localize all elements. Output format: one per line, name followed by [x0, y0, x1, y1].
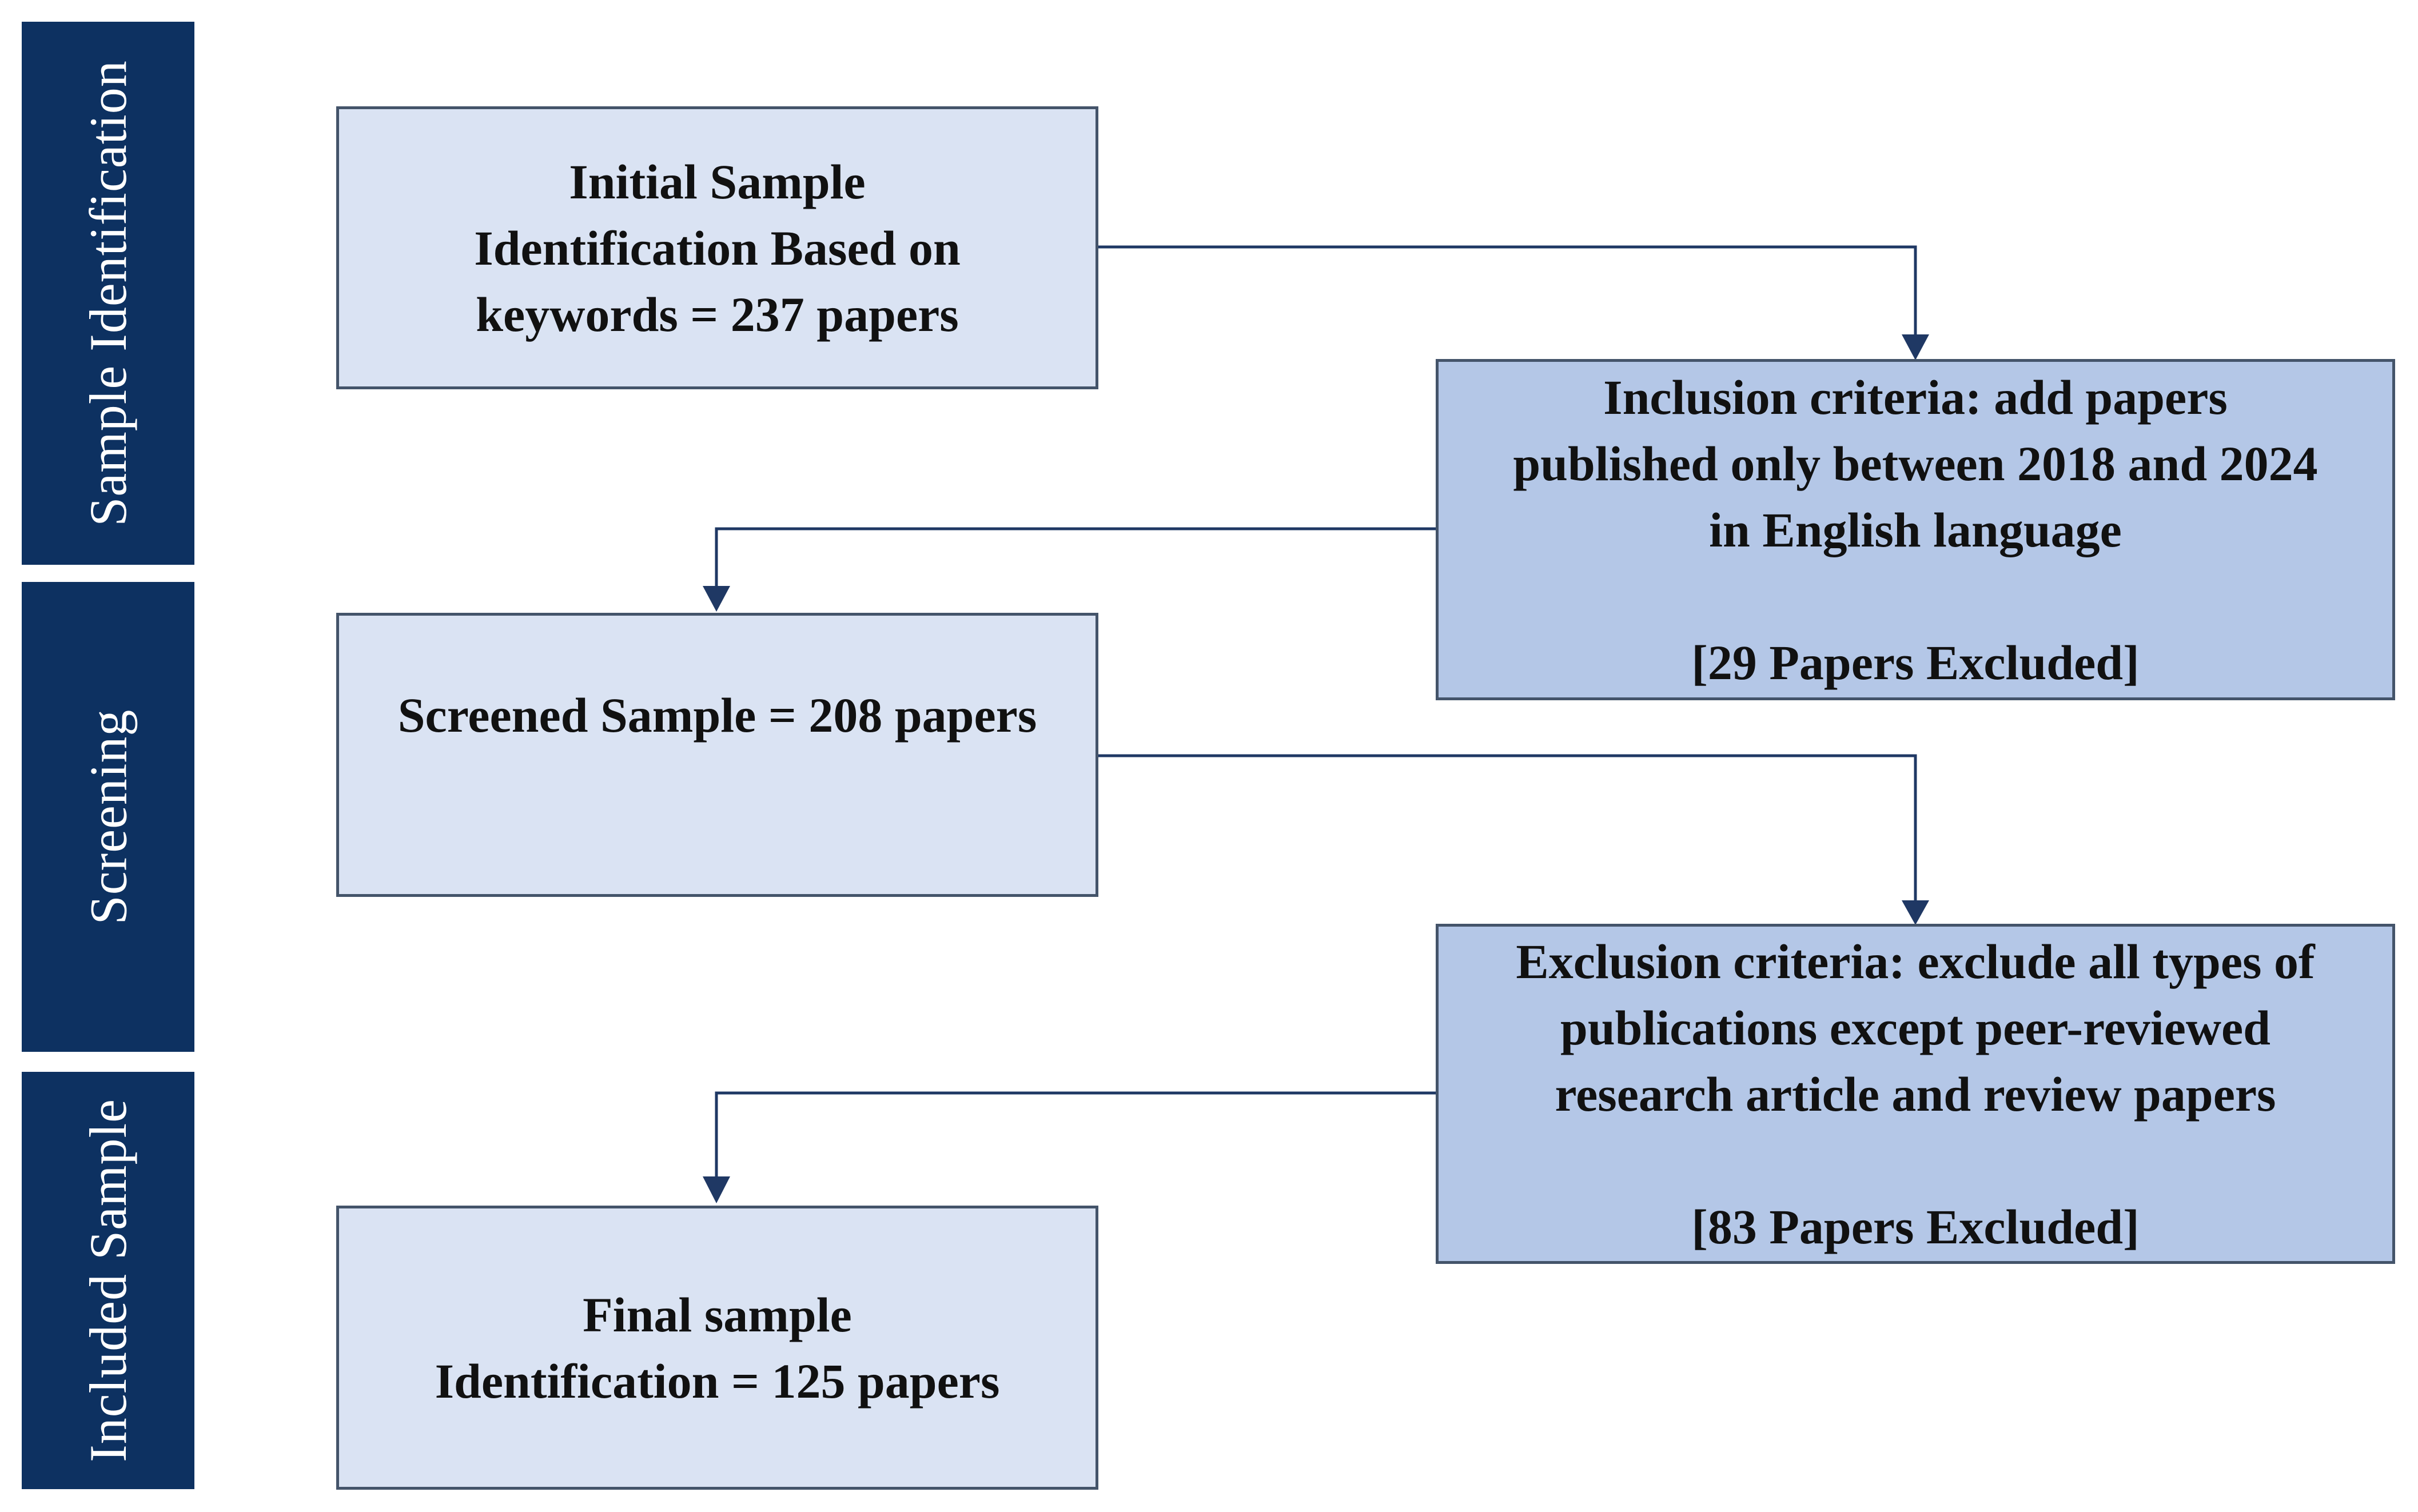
stage-label: Screening — [79, 709, 137, 925]
box-line: publications except peer-reviewed — [1560, 1000, 2270, 1055]
inclusion-criteria-box: Inclusion criteria: add papers published… — [1436, 359, 2395, 700]
excluded-count: [83 Papers Excluded] — [1691, 1199, 2140, 1254]
final-sample-box: Final sample Identification = 125 papers — [336, 1206, 1098, 1490]
excluded-count: [29 Papers Excluded] — [1691, 635, 2140, 690]
connector-inclusion-to-screened — [715, 527, 1436, 586]
arrowhead-icon — [1902, 900, 1929, 925]
box-line: Initial Sample — [569, 154, 866, 209]
box-line: published only between 2018 and 2024 — [1513, 436, 2318, 491]
stage-band-screening: Screening — [22, 582, 194, 1052]
box-line: keywords = 237 papers — [476, 286, 959, 342]
stage-label: Sample Identification — [79, 60, 138, 526]
screened-sample-box: Screened Sample = 208 papers — [336, 613, 1098, 897]
initial-sample-box: Initial Sample Identification Based on k… — [336, 106, 1098, 389]
box-line: Identification = 125 papers — [435, 1353, 1000, 1409]
box-line: in English language — [1709, 502, 2122, 557]
stage-label: Included Sample — [79, 1099, 138, 1462]
connector-initial-to-inclusion — [1098, 245, 1917, 334]
box-line: Exclusion criteria: exclude all types of — [1516, 933, 2315, 989]
connector-exclusion-to-final — [715, 1091, 1436, 1176]
connector-screened-to-exclusion — [1098, 754, 1917, 900]
stage-band-included-sample: Included Sample — [22, 1072, 194, 1489]
arrowhead-icon — [1902, 334, 1929, 360]
box-line: Inclusion criteria: add papers — [1603, 369, 2228, 425]
stage-band-sample-identification: Sample Identification — [22, 22, 194, 565]
arrowhead-icon — [703, 1176, 730, 1203]
exclusion-criteria-box: Exclusion criteria: exclude all types of… — [1436, 924, 2395, 1264]
box-line: Screened Sample = 208 papers — [397, 687, 1037, 743]
arrowhead-icon — [703, 586, 730, 612]
box-line: Identification Based on — [474, 220, 961, 276]
box-line: research article and review papers — [1555, 1066, 2276, 1122]
box-line: Final sample — [583, 1287, 852, 1342]
